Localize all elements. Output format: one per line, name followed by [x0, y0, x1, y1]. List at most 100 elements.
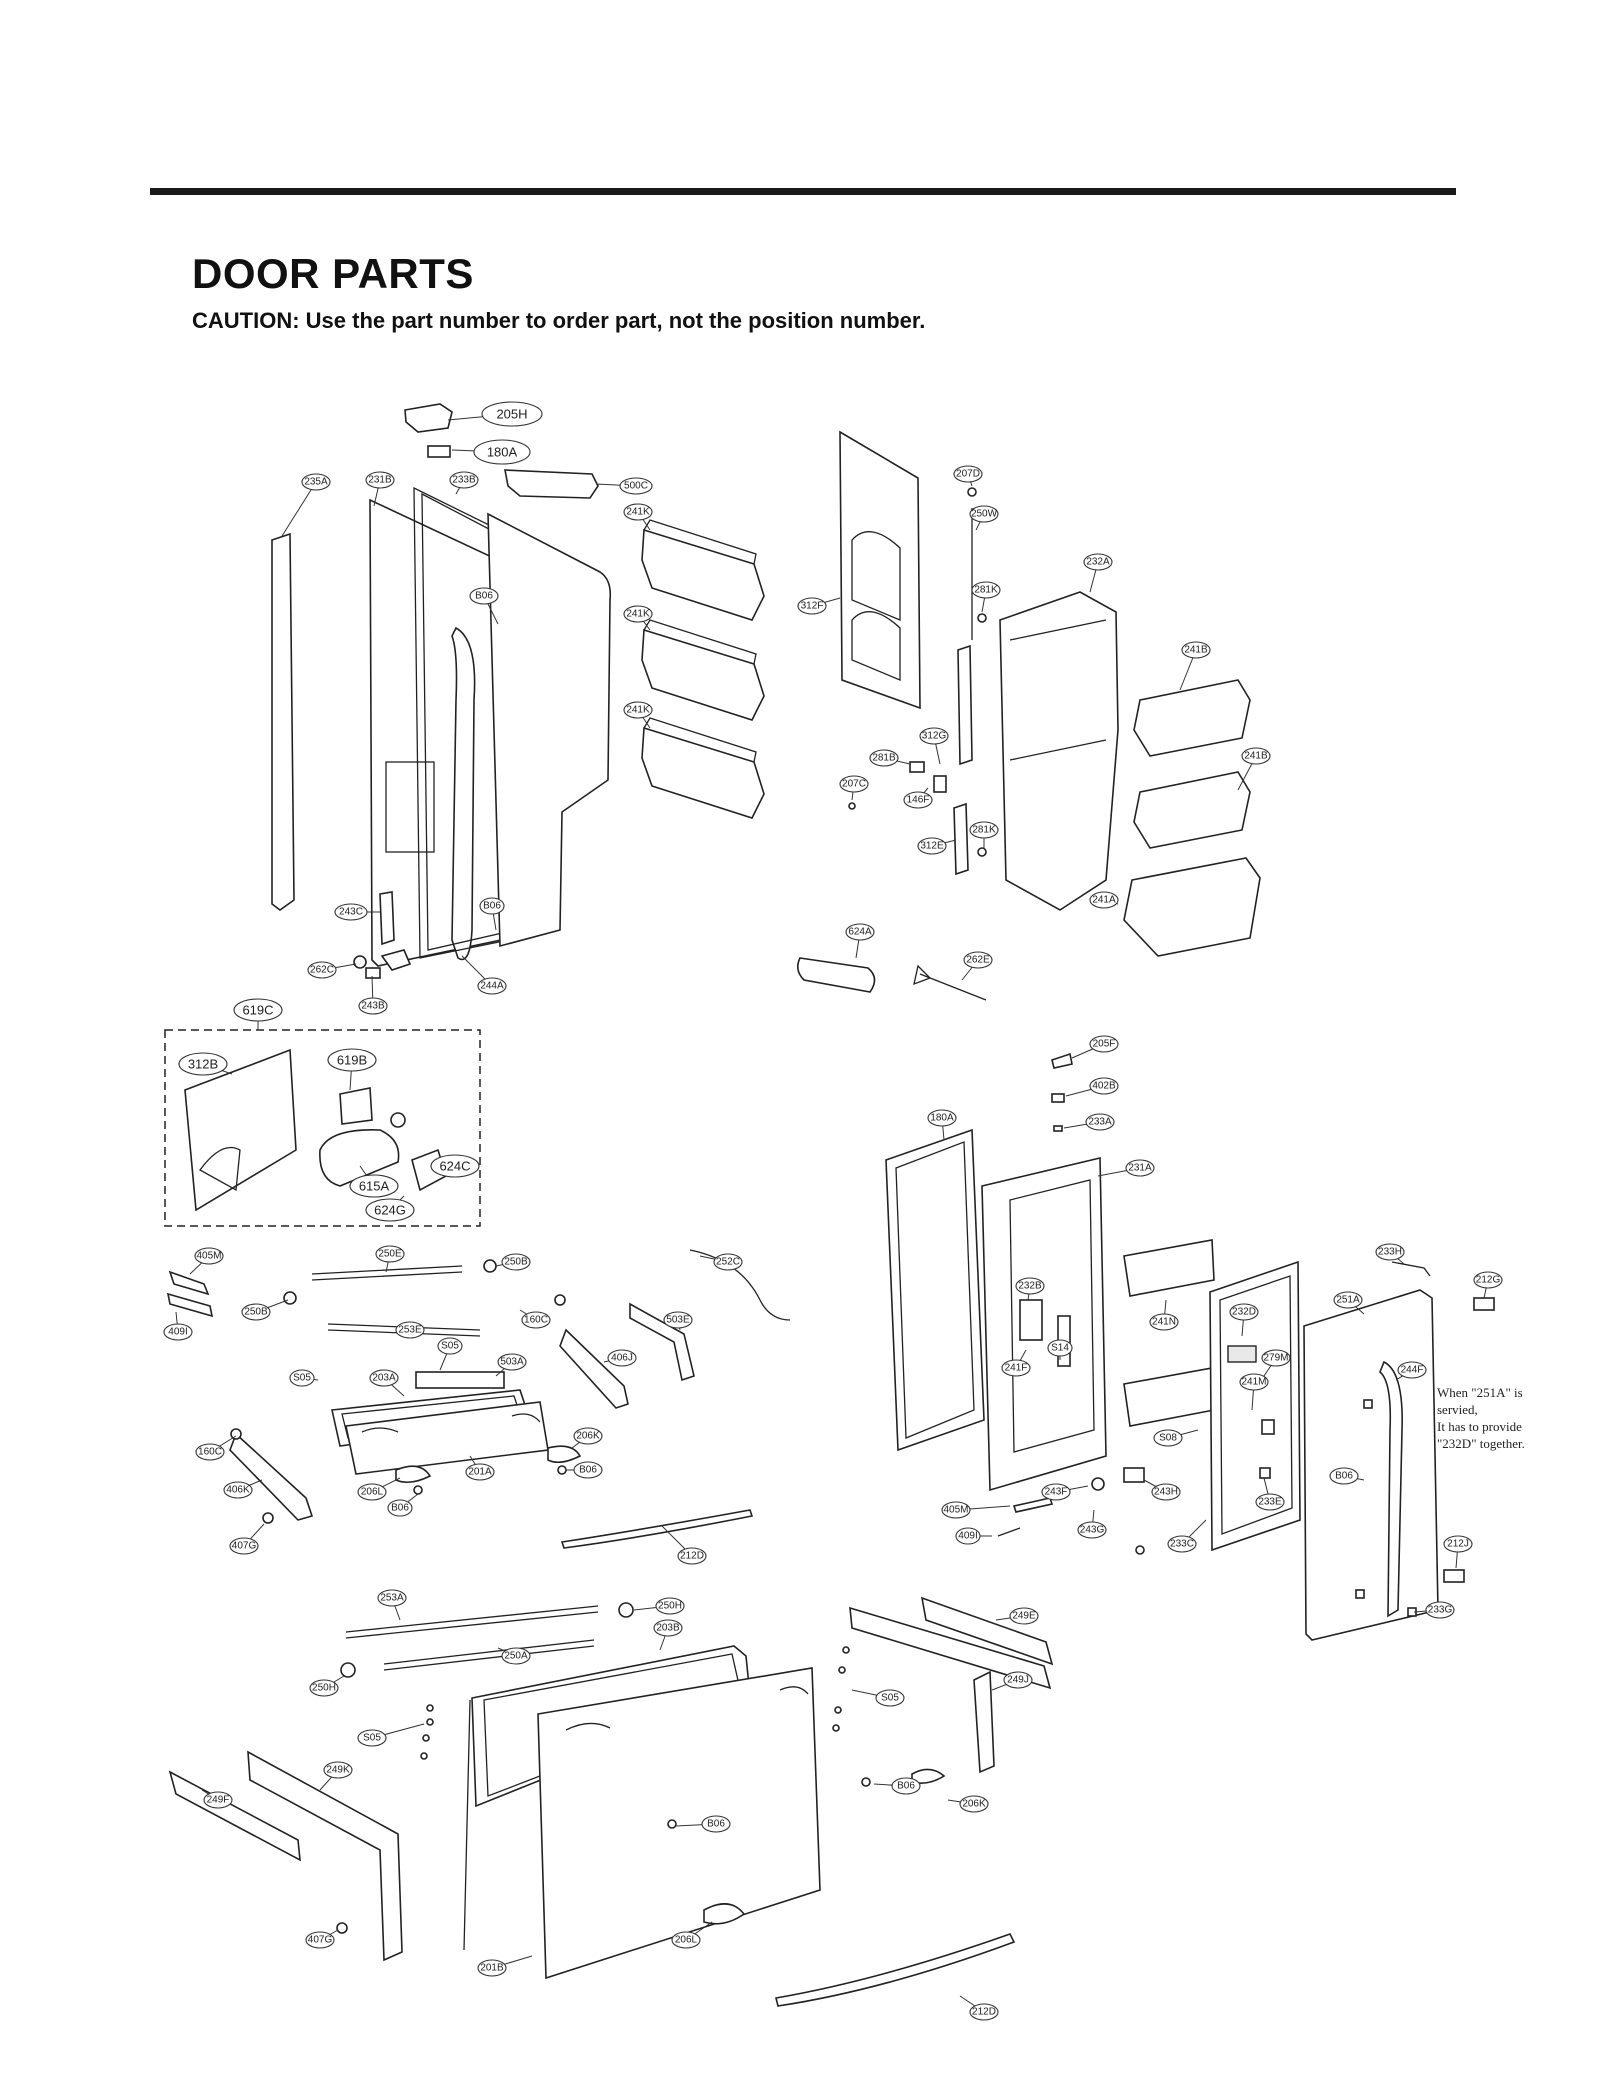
- callout-244a: 244A: [477, 977, 507, 995]
- callout-bubble: [469, 587, 499, 605]
- callout-624a: 624A: [845, 923, 875, 941]
- callout-235a: 235A: [301, 473, 331, 491]
- callout-bubble: [1329, 1467, 1359, 1485]
- callout-text: 212D: [680, 1551, 704, 1562]
- callout-279m: 279M: [1261, 1349, 1291, 1367]
- callout-text: 232B: [1018, 1281, 1042, 1292]
- callout-619b: 619B: [327, 1048, 377, 1072]
- callout-text: 405M: [943, 1505, 968, 1516]
- callout-312f: 312F: [797, 597, 827, 615]
- callout-text: 241M: [1241, 1377, 1266, 1388]
- callout-bubble: [301, 473, 331, 491]
- callout-text: 619C: [242, 1003, 273, 1018]
- callout-624c: 624C: [430, 1154, 480, 1178]
- callout-bubble: [663, 1311, 693, 1329]
- callout-bubble: [163, 1323, 193, 1341]
- callout-bubble: [607, 1349, 637, 1367]
- callout-text: 232A: [1086, 557, 1110, 568]
- callout-text: 409I: [168, 1327, 187, 1338]
- callout-text: 233C: [1170, 1539, 1194, 1550]
- callout-text: 207C: [842, 779, 866, 790]
- callout-249f: 249F: [203, 1791, 233, 1809]
- callout-bubble: [307, 961, 337, 979]
- callout-bubble: [430, 1154, 480, 1178]
- callout-bubble: [1077, 1521, 1107, 1539]
- callout-bubble: [677, 1547, 707, 1565]
- callout-text: 624G: [374, 1203, 406, 1218]
- callout-bubble: [1003, 1671, 1033, 1689]
- callout-bubble: [357, 1483, 387, 1501]
- callout-203b: 203B: [653, 1619, 683, 1637]
- callout-201a: 201A: [465, 1463, 495, 1481]
- callout-s05: S05: [289, 1369, 315, 1387]
- callout-207c: 207C: [839, 775, 869, 793]
- callout-bubble: [449, 471, 479, 489]
- callout-text: 241K: [626, 609, 650, 620]
- callout-text: 250B: [504, 1257, 528, 1268]
- callout-231a: 231A: [1125, 1159, 1155, 1177]
- callout-bubble: [971, 581, 1001, 599]
- callout-249k: 249K: [323, 1761, 353, 1779]
- callout-180a: 180A: [927, 1109, 957, 1127]
- callout-207d: 207D: [953, 465, 983, 483]
- callout-bubble: [1167, 1535, 1197, 1553]
- callout-text: 615A: [359, 1179, 390, 1194]
- callout-b06: B06: [573, 1461, 603, 1479]
- callout-233h: 233H: [1375, 1243, 1405, 1261]
- callout-s05: S05: [357, 1729, 387, 1747]
- upper-drawer-group: [166, 1249, 791, 1549]
- callout-leader: [281, 481, 317, 537]
- callout-bubble: [927, 1109, 957, 1127]
- callout-s05: S05: [437, 1337, 463, 1355]
- callout-bubble: [223, 1481, 253, 1499]
- callout-text: 312G: [922, 731, 947, 742]
- callout-232d: 232D: [1229, 1303, 1259, 1321]
- callout-212d: 212D: [677, 1547, 707, 1565]
- callout-281b: 281B: [869, 749, 899, 767]
- callout-bubble: [349, 1174, 399, 1198]
- callout-bubble: [623, 503, 653, 521]
- callout-250a: 250A: [501, 1647, 531, 1665]
- callout-bubble: [869, 749, 899, 767]
- callout-402b: 402B: [1089, 1077, 1119, 1095]
- callout-text: 203A: [372, 1373, 396, 1384]
- callout-text: 203B: [656, 1623, 680, 1634]
- callout-262c: 262C: [307, 961, 337, 979]
- callout-bubble: [891, 1777, 921, 1795]
- callout-text: 250H: [312, 1683, 336, 1694]
- callout-bubble: [1261, 1349, 1291, 1367]
- callout-text: 406J: [611, 1353, 633, 1364]
- callout-text: 243B: [361, 1001, 385, 1012]
- callout-text: S08: [1159, 1433, 1177, 1444]
- callout-s14: S14: [1047, 1339, 1073, 1357]
- callout-text: 231A: [1128, 1163, 1152, 1174]
- callout-233a: 233A: [1085, 1113, 1115, 1131]
- callout-text: 146F: [907, 795, 930, 806]
- callout-bubble: [845, 923, 875, 941]
- callout-s05: S05: [875, 1689, 905, 1707]
- callout-bubble: [305, 1931, 335, 1949]
- callout-bubble: [671, 1931, 701, 1949]
- callout-bubble: [1151, 1483, 1181, 1501]
- callout-text: 402B: [1092, 1081, 1116, 1092]
- callout-503a: 503A: [497, 1353, 527, 1371]
- callout-text: 206L: [675, 1935, 698, 1946]
- callout-b06: B06: [701, 1815, 731, 1833]
- callout-407g: 407G: [229, 1537, 259, 1555]
- callout-text: 206K: [962, 1799, 986, 1810]
- callout-212g: 212G: [1473, 1271, 1503, 1289]
- callout-text: 407G: [232, 1541, 257, 1552]
- callout-bubble: [365, 1198, 415, 1222]
- callout-233b: 233B: [449, 471, 479, 489]
- callout-text: 250H: [658, 1601, 682, 1612]
- callout-text: 624A: [848, 927, 872, 938]
- callout-text: 312E: [920, 841, 944, 852]
- callout-206k: 206K: [959, 1795, 989, 1813]
- callout-bubble: [1125, 1159, 1155, 1177]
- callout-text: 233H: [1378, 1247, 1402, 1258]
- callout-232a: 232A: [1083, 553, 1113, 571]
- callout-text: 180A: [487, 445, 518, 460]
- callout-bubble: [194, 1247, 224, 1265]
- callout-text: 253E: [398, 1325, 422, 1336]
- callout-bubble: [1001, 1359, 1031, 1377]
